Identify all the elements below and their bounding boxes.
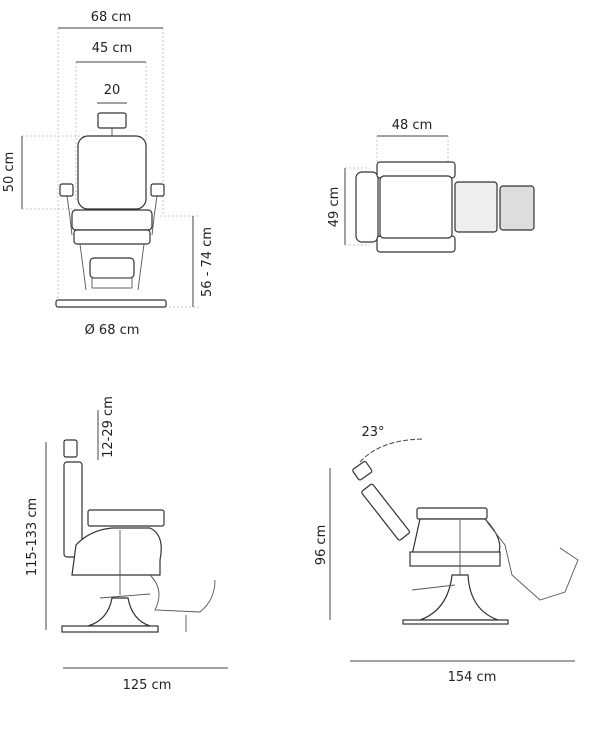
- top-width-label: 48 cm: [392, 118, 433, 133]
- length-label: 125 cm: [123, 678, 172, 693]
- base-diameter-label: Ø 68 cm: [85, 323, 140, 338]
- headrest-adjust-label: 12-29 cm: [101, 396, 116, 458]
- side-view: 12-29 cm 115-133 cm 125 cm: [25, 396, 228, 693]
- recline-angle-arc: [359, 438, 423, 463]
- front-view: 68 cm 45 cm 20 50 cm 56 - 74 cm Ø 68 cm: [2, 10, 215, 338]
- headrest-width-label: 20: [104, 83, 121, 98]
- reclined-length-label: 154 cm: [448, 670, 497, 685]
- total-height-label: 115-133 cm: [25, 498, 40, 576]
- chair-top-drawing: [355, 161, 535, 253]
- seat-height-label: 56 - 74 cm: [200, 227, 215, 297]
- overall-width-label: 68 cm: [91, 10, 132, 25]
- reclined-view: 23° 96 cm 154 cm: [314, 425, 579, 685]
- reclined-height-label: 96 cm: [314, 525, 329, 566]
- chair-side-drawing: [61, 439, 216, 633]
- recline-angle-label: 23°: [361, 425, 384, 440]
- chair-reclined-drawing: [352, 461, 579, 625]
- top-view: 48 cm 49 cm: [327, 118, 535, 253]
- backrest-height-label: 50 cm: [2, 152, 17, 193]
- top-depth-label: 49 cm: [327, 187, 342, 228]
- seat-width-label: 45 cm: [92, 41, 133, 56]
- chair-front-drawing: [55, 112, 167, 308]
